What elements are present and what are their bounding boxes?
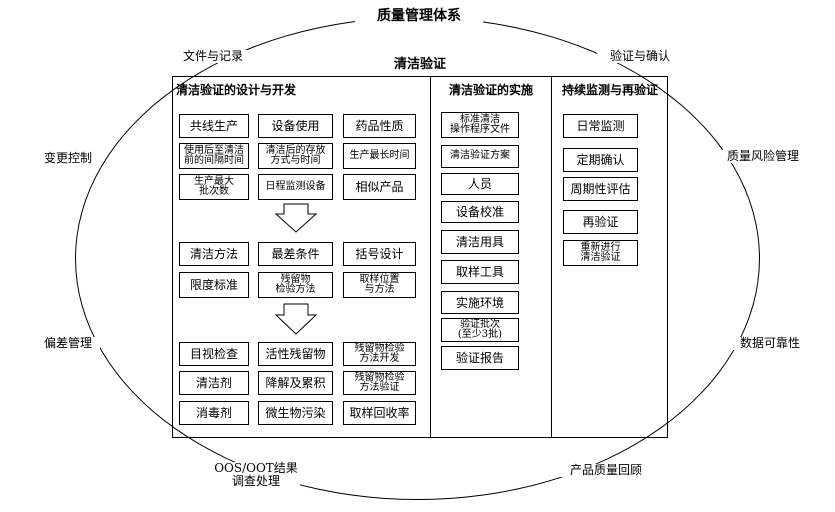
design-item: 使用后至清洁 前的间隔时间 xyxy=(179,143,249,169)
monitoring-item: 再验证 xyxy=(563,210,638,234)
label-deviation-management: 偏差管理 xyxy=(36,337,100,350)
design-item: 生产最长时间 xyxy=(343,143,416,169)
column-divider-1 xyxy=(430,76,431,438)
diagram-title: 质量管理体系 xyxy=(355,9,483,23)
implementation-item: 设备校准 xyxy=(441,201,519,223)
design-item: 取样回收率 xyxy=(343,401,416,425)
design-item: 清洁剂 xyxy=(179,371,249,395)
design-column-title: 清洁验证的设计与开发 xyxy=(176,83,297,97)
design-item: 降解及累积 xyxy=(258,371,333,395)
label-data-integrity: 数据可靠性 xyxy=(732,337,808,350)
monitoring-column-title: 持续监测与再验证 xyxy=(561,83,658,97)
label-documents-records: 文件与记录 xyxy=(170,50,256,63)
design-item: 药品性质 xyxy=(343,114,416,138)
inner-title: 清洁验证 xyxy=(393,57,446,72)
design-item: 共线生产 xyxy=(179,114,249,138)
monitoring-item: 日常监测 xyxy=(563,114,638,138)
design-item: 最差条件 xyxy=(258,242,333,266)
label-validation-confirmation: 验证与确认 xyxy=(597,50,683,63)
implementation-item: 清洁验证方案 xyxy=(441,145,519,168)
implementation-column-title: 清洁验证的实施 xyxy=(448,83,533,97)
down-arrow-icon xyxy=(274,303,318,335)
design-item: 清洁后的存放 方式与时间 xyxy=(258,143,333,169)
monitoring-item: 周期性评估 xyxy=(563,177,638,201)
design-item: 取样位置 与方法 xyxy=(343,272,416,298)
implementation-item: 标准清洁 操作程序文件 xyxy=(441,112,519,138)
implementation-item: 人员 xyxy=(441,173,519,195)
design-item: 设备使用 xyxy=(258,114,333,138)
design-item: 目视检查 xyxy=(179,342,249,366)
implementation-item: 验证批次 (至少3批) xyxy=(441,318,519,342)
label-change-control: 变更控制 xyxy=(36,152,100,165)
implementation-item: 实施环境 xyxy=(441,291,519,314)
monitoring-item: 定期确认 xyxy=(563,148,638,172)
design-item: 相似产品 xyxy=(343,174,416,200)
monitoring-item: 重新进行 清洁验证 xyxy=(563,240,638,266)
design-item: 消毒剂 xyxy=(179,401,249,425)
design-item: 日程监测设备 xyxy=(258,174,333,200)
down-arrow-icon xyxy=(274,203,318,233)
design-item: 残留物 检验方法 xyxy=(258,272,333,298)
implementation-item: 清洁用具 xyxy=(441,230,519,254)
label-quality-risk-management: 质量风险管理 xyxy=(718,150,808,163)
design-item: 清洁方法 xyxy=(179,242,249,266)
design-item: 微生物污染 xyxy=(258,401,333,425)
design-item: 括号设计 xyxy=(343,242,416,266)
design-item: 活性残留物 xyxy=(258,342,333,366)
implementation-item: 验证报告 xyxy=(441,346,519,370)
cleaning-validation-frame xyxy=(172,76,668,438)
design-item: 生产最大 批次数 xyxy=(179,174,249,200)
design-item: 限度标准 xyxy=(179,272,249,298)
label-oos-oot-investigation: OOS/OOT结果 调查处理 xyxy=(212,462,300,488)
design-item: 残留物检验 方法开发 xyxy=(343,342,416,366)
column-divider-2 xyxy=(551,76,552,438)
design-item: 残留物检验 方法验证 xyxy=(343,371,416,395)
implementation-item: 取样工具 xyxy=(441,260,519,284)
label-product-quality-review: 产品质量回顾 xyxy=(560,464,652,477)
